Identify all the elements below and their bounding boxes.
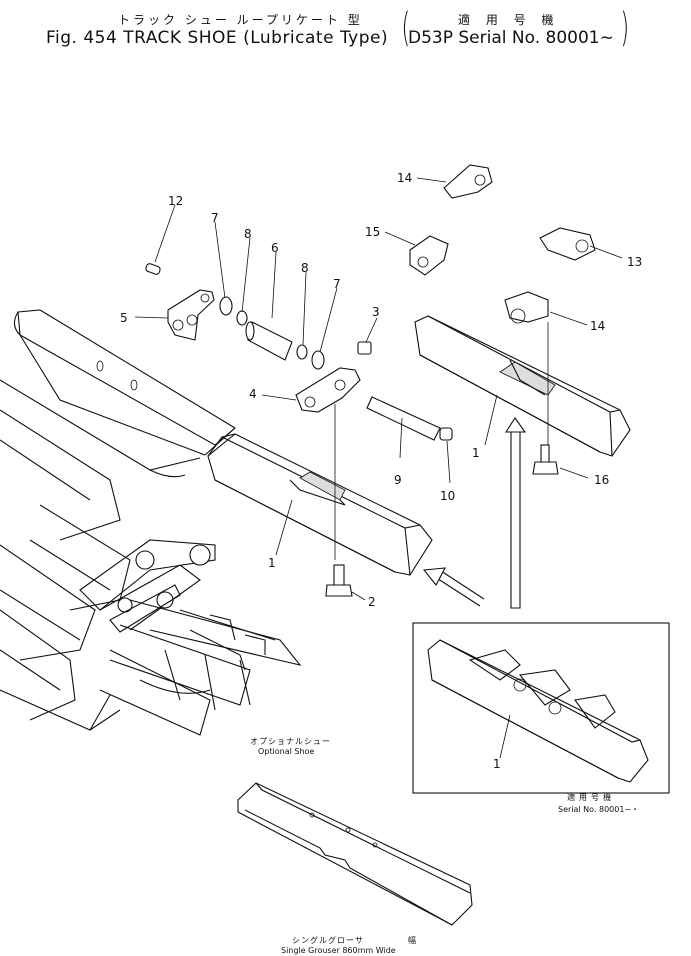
figure-title: Fig. 454 TRACK SHOE (Lubricate Type) <box>46 28 388 48</box>
applicable-model-japanese: 適 用 号 機 <box>458 13 560 27</box>
inset-box <box>412 622 670 794</box>
callout-3: 3 <box>372 305 380 319</box>
callout-4: 4 <box>249 387 257 401</box>
callout-1-inset: 1 <box>493 757 501 771</box>
callout-numbers: 12 7 8 6 8 7 5 3 4 9 10 1 2 1 14 15 13 1… <box>120 171 642 771</box>
callout-12: 13 <box>627 255 642 269</box>
callout-6: 6 <box>271 241 279 255</box>
callout-7-left: 7 <box>211 211 219 225</box>
track-shoe-main <box>207 433 433 576</box>
callout-1-main: 1 <box>268 556 276 570</box>
callout-8-left: 8 <box>244 227 252 241</box>
track-shoe-right <box>414 315 631 457</box>
callout-9: 9 <box>394 473 402 487</box>
leader-lines <box>134 177 623 759</box>
callout-11: 12 <box>168 194 183 208</box>
applicability-paren-close: ) <box>620 5 630 51</box>
callout-15: 15 <box>365 225 380 239</box>
small-parts <box>145 164 596 609</box>
background-track-assembly <box>0 309 302 736</box>
applicable-serial: D53P Serial No. 80001∼ <box>408 28 614 48</box>
optional-shoe-label-japanese: オプショナルシュー <box>250 737 331 746</box>
inset-serial-label: Serial No. 80001∼・ <box>558 805 640 814</box>
inset-serial-label-japanese: 適用号機 <box>567 793 615 802</box>
callout-1-right: 1 <box>472 446 480 460</box>
single-grouser-width-japanese: 幅 <box>408 936 417 945</box>
single-grouser-label: Single Grouser 860mm Wide <box>281 946 396 955</box>
figure-title-text: Fig. 454 TRACK SHOE (Lubricate Type) <box>46 28 389 48</box>
callout-14: 14 <box>397 171 412 185</box>
figure-title-japanese: トラック シュー ループリケート 型 <box>118 13 363 27</box>
callout-5: 5 <box>120 311 128 325</box>
callout-10: 10 <box>440 489 455 503</box>
callout-13: 14 <box>590 319 605 333</box>
callout-2: 2 <box>368 595 376 609</box>
callout-16: 16 <box>594 473 609 487</box>
single-grouser-shoe <box>237 782 473 926</box>
callout-8-right: 8 <box>301 261 309 275</box>
single-grouser-label-japanese: シングルグローサ <box>292 936 364 945</box>
optional-shoe-label: Optional Shoe <box>258 747 315 756</box>
applicability-paren-open: ( <box>401 5 411 51</box>
callout-7-right: 7 <box>333 277 341 291</box>
